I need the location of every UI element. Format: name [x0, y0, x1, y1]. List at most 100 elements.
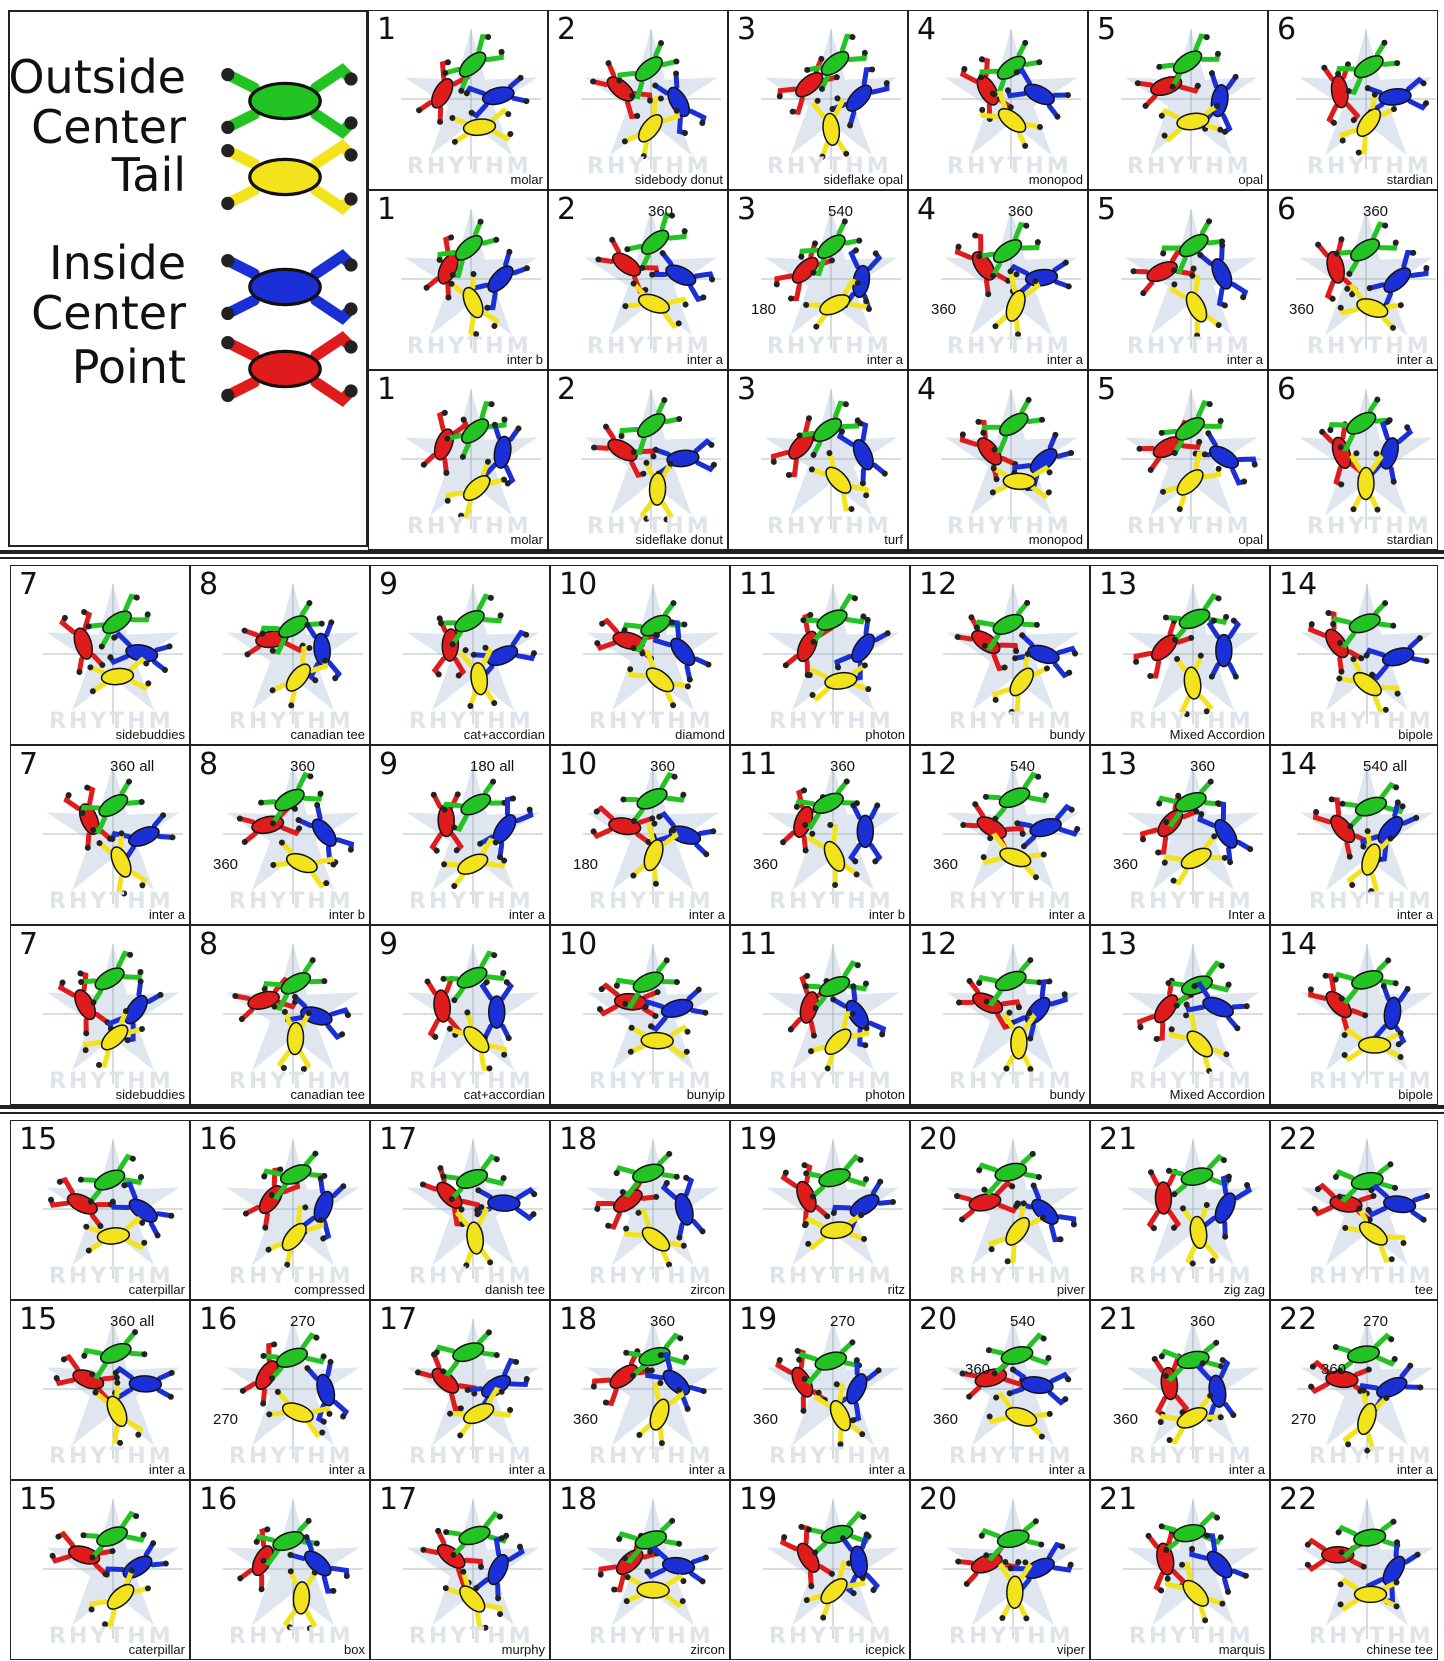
star-watermark-icon — [1123, 1139, 1263, 1279]
formation-number: 3 — [737, 193, 756, 227]
formation-number: 13 — [1099, 748, 1137, 782]
formation-name: inter a — [149, 1462, 185, 1477]
formation-name: monopod — [1029, 532, 1083, 547]
section-divider — [0, 550, 1444, 554]
formation-name: bipole — [1398, 1087, 1433, 1102]
rotation-annotation: 360 — [650, 1313, 675, 1330]
formation-number: 19 — [739, 1303, 777, 1337]
formation-number: 3 — [737, 373, 756, 407]
rotation-annotation: 270 — [1291, 1411, 1316, 1428]
formation-number: 22 — [1279, 1483, 1317, 1517]
formation-number: 1 — [377, 373, 396, 407]
formation-name: inter a — [1047, 352, 1083, 367]
legend-label-line: Tail — [112, 150, 186, 200]
star-watermark-icon — [583, 1139, 723, 1279]
legend-label-line: Outside — [8, 52, 186, 102]
legend-jumper-icon — [210, 242, 360, 332]
formation-name: danish tee — [485, 1282, 545, 1297]
formation-number: 16 — [199, 1483, 237, 1517]
formation-number: 2 — [557, 373, 576, 407]
formation-number: 9 — [379, 568, 398, 602]
formation-number: 16 — [199, 1123, 237, 1157]
legend-label-line: Inside — [31, 238, 186, 288]
section-divider — [0, 1112, 1444, 1114]
star-watermark-icon — [763, 944, 903, 1084]
formation-number: 17 — [379, 1483, 417, 1517]
rotation-annotation: 360 — [573, 1411, 598, 1428]
section-divider — [0, 557, 1444, 559]
star-watermark-icon — [1121, 209, 1261, 349]
rotation-annotation: 360 — [933, 856, 958, 873]
rotation-annotation: 360 — [648, 203, 673, 220]
formation-name: viper — [1057, 1642, 1085, 1657]
formation-number: 13 — [1099, 568, 1137, 602]
